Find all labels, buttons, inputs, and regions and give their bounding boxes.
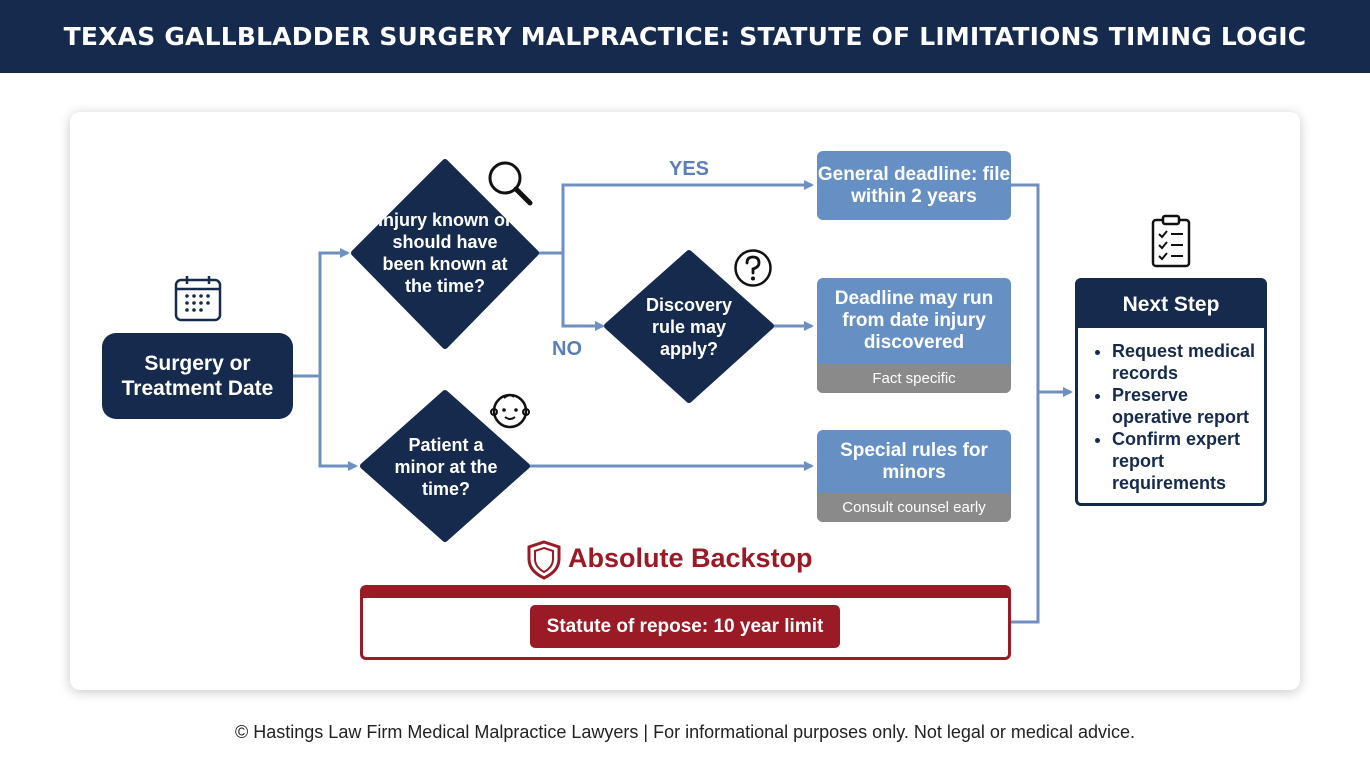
decision-discovery-label: Discovery rule may apply? bbox=[645, 295, 733, 359]
magnifier-icon bbox=[488, 161, 533, 206]
outcome-minors-text: Special rules for minors bbox=[840, 439, 988, 483]
start-node: Surgery or Treatment Date bbox=[102, 333, 293, 419]
decision-discovery-diamond bbox=[604, 250, 774, 403]
footer-disclaimer: © Hastings Law Firm Medical Malpractice … bbox=[235, 722, 1135, 742]
outcome-general: General deadline: file within 2 years bbox=[817, 151, 1011, 220]
connector-collector-top bbox=[1011, 183, 1040, 624]
page-title: TEXAS GALLBLADDER SURGERY MALPRACTICE: S… bbox=[63, 22, 1307, 51]
connector-no bbox=[561, 253, 605, 331]
question-icon bbox=[734, 249, 772, 287]
start-label-line1: Surgery or bbox=[144, 352, 251, 375]
decision-minor-diamond bbox=[360, 390, 530, 542]
connector-yes bbox=[561, 180, 814, 253]
repose-label: Statute of repose: 10 year limit bbox=[530, 605, 840, 648]
clipboard-icon bbox=[1151, 214, 1191, 268]
decision-minor-label: Patient a minor at the time? bbox=[394, 435, 498, 499]
start-label-line2: Treatment Date bbox=[121, 377, 274, 400]
next-step-item: Confirm expert report requirements bbox=[1112, 428, 1264, 494]
decision-injury-label: Injury known or should have been known a… bbox=[378, 210, 513, 296]
connector-to-injury bbox=[318, 248, 350, 376]
decision-injury-diamond bbox=[351, 159, 539, 349]
next-step-item: Preserve operative report bbox=[1112, 384, 1264, 428]
calendar-icon bbox=[174, 276, 222, 322]
outcome-discovered: Deadline may run from date injury discov… bbox=[817, 278, 1011, 393]
backstop-title: Absolute Backstop bbox=[568, 543, 813, 573]
header-bar: TEXAS GALLBLADDER SURGERY MALPRACTICE: S… bbox=[0, 0, 1370, 73]
outcome-discovered-text: Deadline may run from date injury discov… bbox=[834, 288, 994, 353]
baby-face-icon bbox=[490, 393, 530, 429]
next-step-title: Next Step bbox=[1078, 281, 1264, 328]
next-step-list: Request medical records Preserve operati… bbox=[1078, 340, 1264, 494]
next-step-panel: Next Step Request medical records Preser… bbox=[1075, 278, 1267, 506]
connector-to-minor bbox=[318, 376, 358, 471]
yes-label: YES bbox=[669, 158, 710, 180]
next-step-item: Request medical records bbox=[1112, 340, 1264, 384]
shield-icon bbox=[527, 540, 561, 580]
outcome-general-text: General deadline: file within 2 years bbox=[817, 163, 1011, 207]
outcome-discovered-note: Fact specific bbox=[817, 364, 1011, 393]
no-label: NO bbox=[552, 338, 582, 360]
outcome-minors-note: Consult counsel early bbox=[817, 493, 1011, 522]
outcome-minors: Special rules for minors Consult counsel… bbox=[817, 430, 1011, 522]
